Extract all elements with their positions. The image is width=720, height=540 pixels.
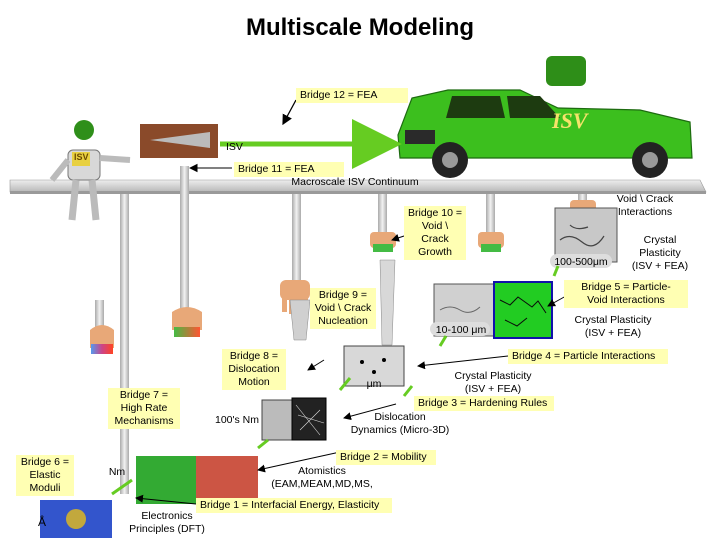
bridge-4-label: Bridge 4 = Particle Interactions xyxy=(508,349,668,364)
micrograph-tiles xyxy=(40,207,618,538)
bridge-1-label: Bridge 1 = Interfacial Energy, Elasticit… xyxy=(196,498,392,513)
um-label: μm xyxy=(366,378,382,390)
electronics-label: Electronics Principles (DFT) xyxy=(129,510,205,535)
isv-vehicle xyxy=(397,56,693,178)
bridge-12-label: Bridge 12 = FEA xyxy=(296,88,408,103)
macroscale-label: Macroscale ISV Continuum xyxy=(291,176,419,188)
scale-100nm-label: 100's Nm xyxy=(214,414,260,426)
crystal-plasticity-label-2: Crystal Plasticity (ISV + FEA) xyxy=(574,314,652,339)
dislocation-dynamics-label: Dislocation Dynamics (Micro-3D) xyxy=(350,411,450,436)
nm-label: Nm xyxy=(108,466,126,478)
void-crack-interactions-label: Void \ Crack Interactions xyxy=(616,193,674,218)
scale-poles xyxy=(95,166,587,494)
bridge-9-label: Bridge 9 = Void \ Crack Nucleation xyxy=(310,288,376,329)
robot-figure xyxy=(49,120,131,221)
scale-badges xyxy=(430,254,612,336)
bridge-7-label: Bridge 7 = High Rate Mechanisms xyxy=(108,388,180,429)
bridge-3-label: Bridge 3 = Hardening Rules xyxy=(414,396,554,411)
atomistics-label: Atomistics (EAM,MEAM,MD,MS, xyxy=(271,465,373,490)
bridge-6-label: Bridge 6 = Elastic Moduli xyxy=(16,455,74,496)
isv-chest-logo: ISV xyxy=(74,152,89,162)
crystal-plasticity-label-3: Crystal Plasticity (ISV + FEA) xyxy=(454,370,532,395)
bridge-2-label: Bridge 2 = Mobility xyxy=(336,450,436,465)
isv-logo: ISV xyxy=(552,108,588,133)
crystal-plasticity-label-1: Crystal Plasticity (ISV + FEA) xyxy=(631,234,689,272)
arrows xyxy=(111,99,567,505)
scale-10-100-label: 10-100 μm xyxy=(435,324,487,336)
bridge-11-label: Bridge 11 = FEA xyxy=(234,162,344,177)
isv-arrow-label: ISV xyxy=(226,141,243,153)
bridge-10-label: Bridge 10 = Void \ Crack Growth xyxy=(404,206,466,260)
specimen-image xyxy=(140,124,218,158)
page-title: Multiscale Modeling xyxy=(245,14,475,41)
scale-100-500-label: 100-500μm xyxy=(554,256,608,268)
angstrom-label: Å xyxy=(37,515,46,529)
bridge-5-label: Bridge 5 = Particle- Void Interactions xyxy=(564,280,688,308)
bridge-8-label: Bridge 8 = Dislocation Motion xyxy=(222,349,286,390)
nucleation-bar xyxy=(289,259,396,346)
